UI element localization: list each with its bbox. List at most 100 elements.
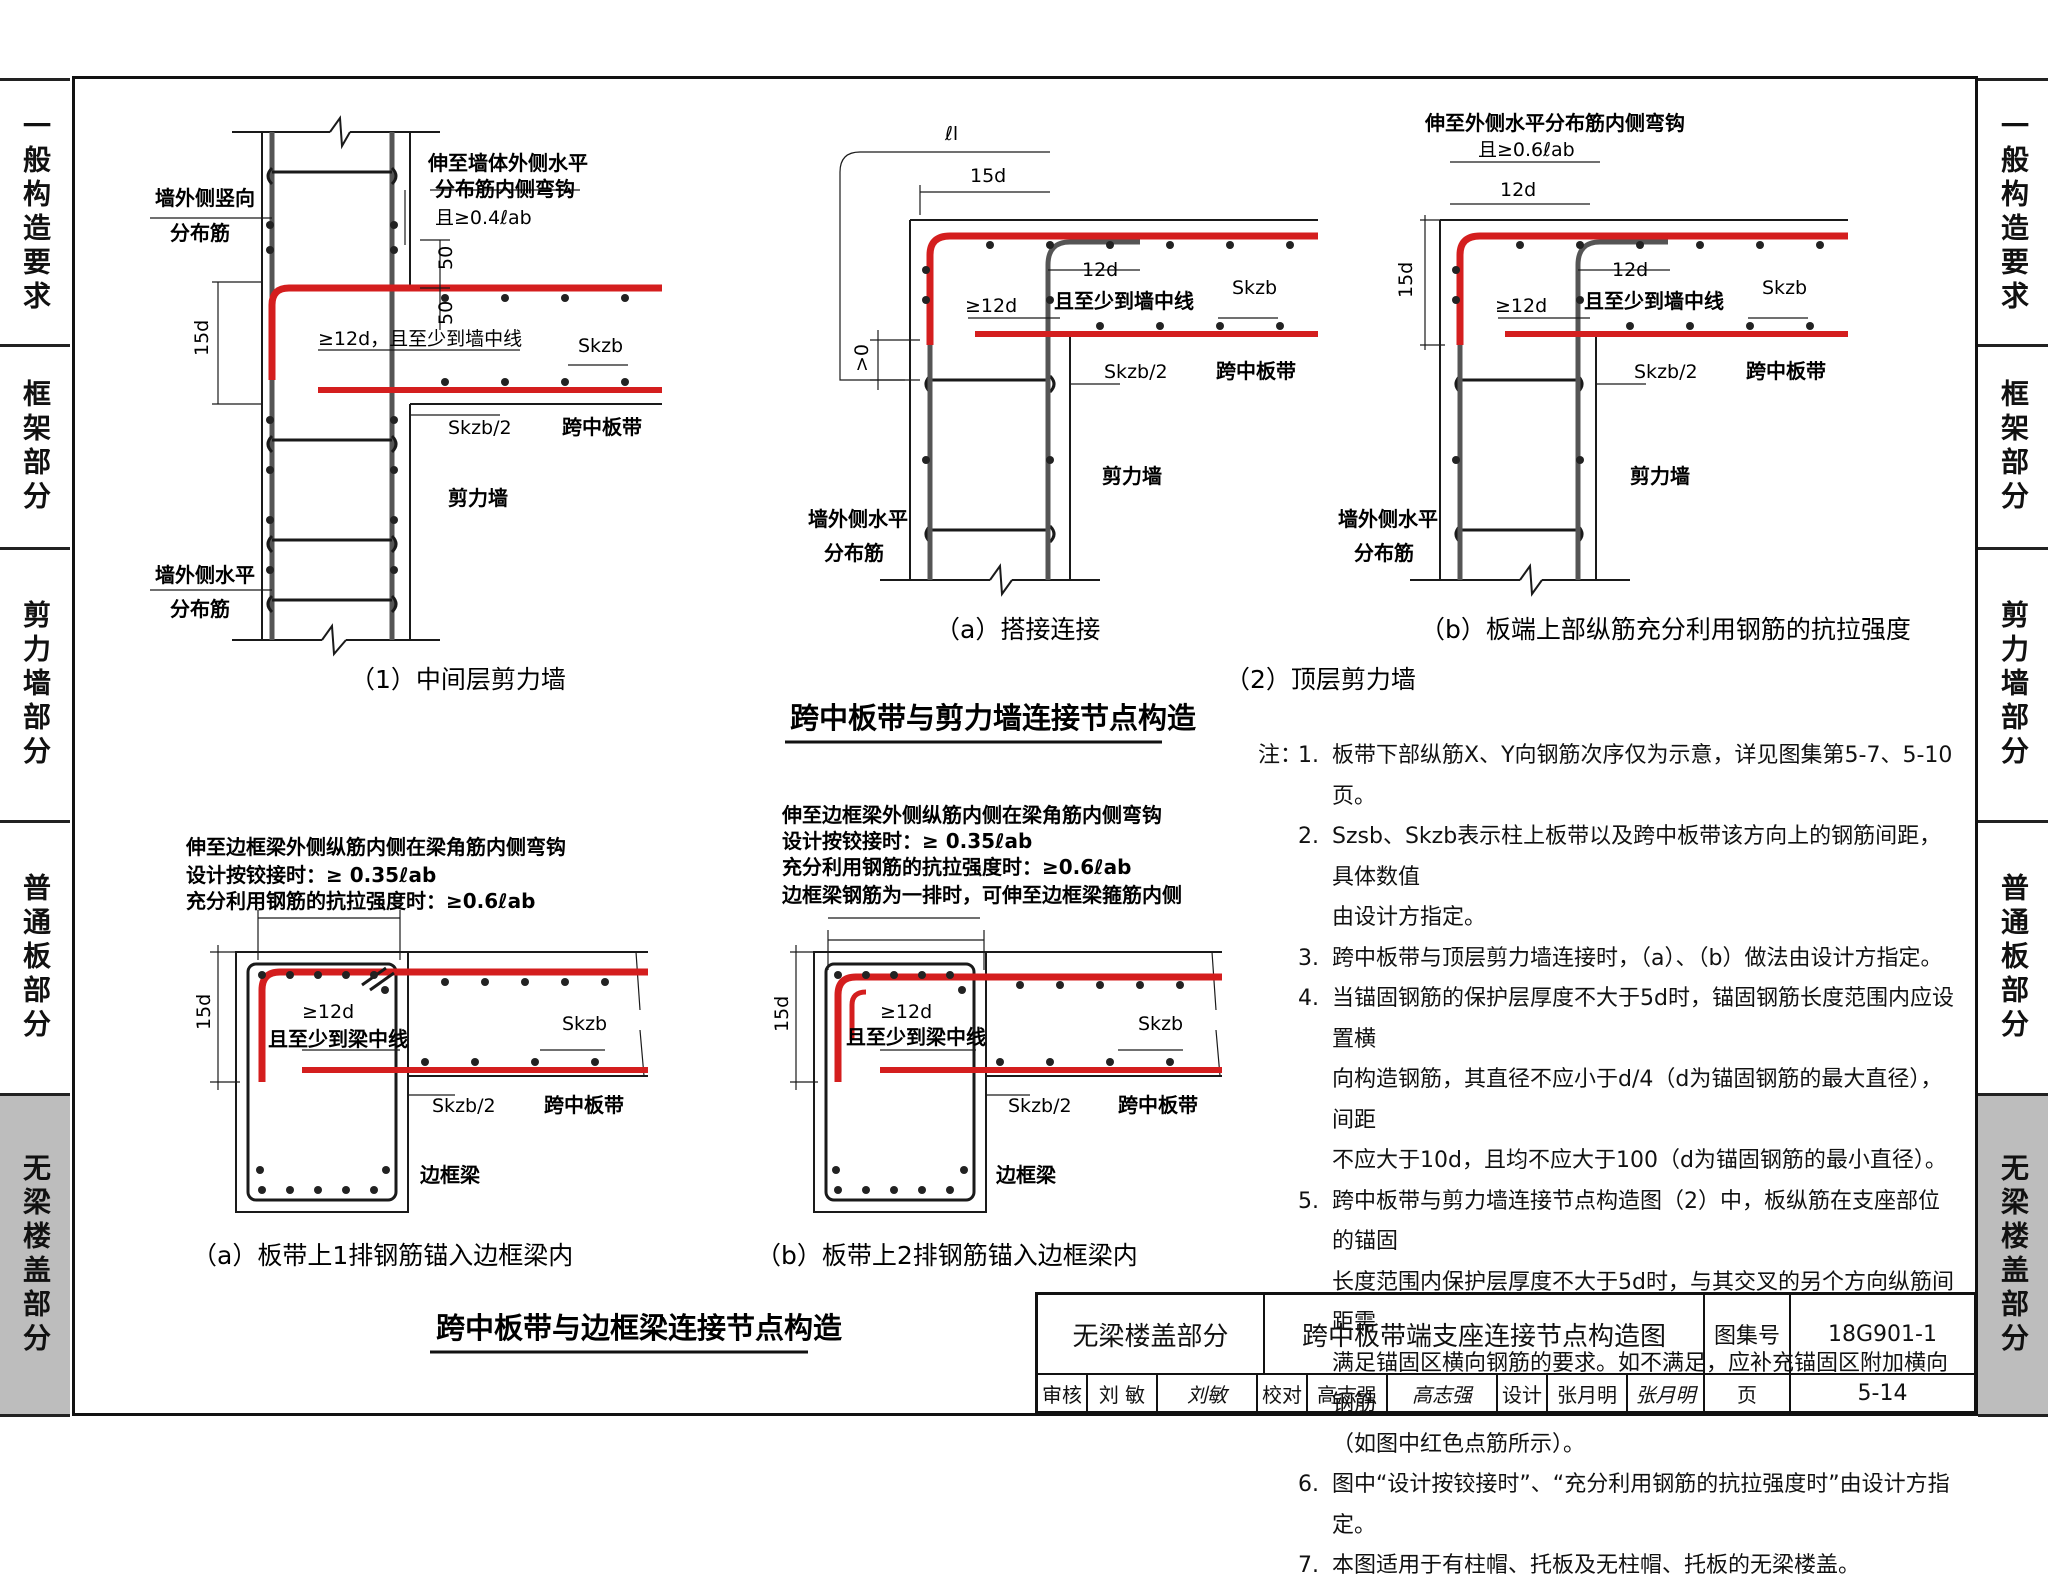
label-edge-beam: 边框梁	[419, 1163, 481, 1187]
detail2a-rebar-dots	[922, 241, 1294, 464]
caption-full-strength: （b）板端上部纵筋充分利用钢筋的抗拉强度	[1420, 615, 1911, 644]
tab-frame[interactable]: 框架部分	[0, 347, 70, 550]
note-line: 5.跨中板带与剪力墙连接节点构造图（2）中，板纵筋在支座部位的锚固	[1258, 1182, 1958, 1263]
tab-label: 普通板部分	[1997, 873, 2030, 1043]
notes-block: 注：1.板带下部纵筋X、Y向钢筋次序仅为示意，详见图集第5-7、5-10页。2.…	[1258, 736, 1958, 1587]
dim-15d: 15d	[191, 320, 213, 356]
tb-review-signature: 刘敏	[1158, 1375, 1258, 1413]
note-line: 注：1.板带下部纵筋X、Y向钢筋次序仅为示意，详见图集第5-7、5-10页。	[1258, 736, 1958, 817]
tb-review-name: 刘 敏	[1088, 1375, 1158, 1413]
label-anchor-2: 设计按铰接时：≥ 0.35ℓab	[782, 829, 1032, 853]
tb-check-name: 高志强	[1308, 1375, 1388, 1413]
label-extend-2: 分布筋内侧弯钩	[435, 177, 575, 201]
label-middle-band: 跨中板带	[544, 1093, 624, 1117]
note-line: （如图中红色点筋所示）。	[1258, 1425, 1958, 1466]
tb-page-label: 页	[1705, 1375, 1791, 1413]
tab-ordinary-slab[interactable]: 普通板部分	[0, 823, 70, 1096]
section-title-wall: 跨中板带与剪力墙连接节点构造	[790, 701, 1196, 735]
tab-general[interactable]: 一般构造要求	[1978, 81, 2048, 347]
note-number: 3.	[1298, 945, 1319, 971]
label-06lab: 且≥0.6ℓab	[1478, 139, 1575, 161]
note-prefix	[1258, 898, 1298, 939]
note-prefix	[1258, 1465, 1298, 1546]
note-prefix	[1258, 1425, 1298, 1466]
note-text: Szsb、Skzb表示柱上板带以及跨中板带该方向上的钢筋间距，具体数值	[1332, 824, 1942, 890]
label-at-least-beam-center: 且至少到梁中线	[846, 1025, 986, 1049]
note-line: 向构造钢筋，其直径不应小于d/4（d为锚固钢筋的最大直径），间距	[1258, 1060, 1958, 1141]
note-number: 7.	[1298, 1553, 1319, 1578]
label-extend-outer-hook: 伸至外侧水平分布筋内侧弯钩	[1424, 111, 1685, 135]
tb-review-label: 审核	[1038, 1375, 1088, 1413]
tb-page-no: 5-14	[1791, 1375, 1976, 1413]
tab-general[interactable]: 一般构造要求	[0, 81, 70, 347]
detail1-rebar-dots	[266, 221, 629, 574]
note-number: 6.	[1298, 1472, 1319, 1497]
note-line: 长度范围内保护层厚度不大于5d时，与其交叉的另个方向纵筋间距需	[1258, 1263, 1958, 1344]
note-line: 由设计方指定。	[1258, 898, 1958, 939]
detail-drawings: 墙外侧竖向 分布筋 伸至墙体外侧水平 分布筋内侧弯钩 且≥0.4ℓab 50 5…	[150, 111, 1911, 1354]
dim-12d: 12d	[1612, 259, 1648, 281]
note-text: 跨中板带与顶层剪力墙连接时，（a）、（b）做法由设计方指定。	[1332, 945, 1943, 971]
label-middle-band: 跨中板带	[1746, 359, 1826, 383]
label-gt0: >0	[851, 344, 873, 372]
tb-check-label: 校对	[1258, 1375, 1308, 1413]
note-number	[1298, 1060, 1332, 1141]
note-line: 不应大于10d，且均不应大于100（d为锚固钢筋的最小直径）。	[1258, 1141, 1958, 1182]
caption-one-row: （a）板带上1排钢筋锚入边框梁内	[192, 1241, 573, 1270]
label-at-least-beam-center: 且至少到梁中线	[268, 1027, 408, 1051]
tab-label: 框架部分	[1997, 379, 2030, 515]
label-ll: ℓl	[944, 123, 958, 145]
label-12d: ≥12d	[965, 295, 1017, 317]
label-anchor-3: 充分利用钢筋的抗拉强度时：≥0.6ℓab	[186, 889, 535, 913]
detail2b-rebar-dots	[1452, 241, 1824, 464]
label-12d: ≥12d，且至少到墙中线	[318, 328, 522, 350]
note-prefix	[1258, 1060, 1298, 1141]
dim-12d-top: 12d	[1500, 179, 1536, 201]
tab-label: 无梁楼盖部分	[1997, 1153, 2030, 1357]
dim-15d: 15d	[771, 996, 793, 1032]
label-anchor-1: 伸至边框梁外侧纵筋内侧在梁角筋内侧弯钩	[185, 835, 566, 859]
label-middle-band: 跨中板带	[562, 415, 642, 439]
note-line: 6.图中“设计按铰接时”、“充分利用钢筋的抗拉强度时”由设计方指定。	[1258, 1465, 1958, 1546]
tb-check-signature: 高志强	[1388, 1375, 1498, 1413]
note-prefix	[1258, 1546, 1298, 1587]
title-block: 无梁楼盖部分 跨中板带端支座连接节点构造图 图集号 18G901-1 审核 刘 …	[1035, 1292, 1978, 1415]
note-number: 2.	[1298, 824, 1319, 849]
note-prefix	[1258, 939, 1298, 980]
label-wall-hor-bar: 墙外侧水平	[155, 563, 255, 587]
tab-beamless-floor[interactable]: 无梁楼盖部分	[1978, 1096, 2048, 1417]
note-prefix: 注：	[1258, 743, 1303, 768]
tab-label: 一般构造要求	[1997, 110, 2030, 315]
tab-ordinary-slab[interactable]: 普通板部分	[1978, 823, 2048, 1096]
drawing-frame	[72, 76, 1978, 1416]
tab-label: 普通板部分	[19, 873, 52, 1043]
detail3a-rebar-dots	[256, 971, 609, 1194]
detail-middle-layer-wall	[150, 115, 662, 657]
label-wall-hor-bar-2: 分布筋	[824, 541, 884, 565]
section-title-beam: 跨中板带与边框梁连接节点构造	[436, 1311, 842, 1345]
note-text: 当锚固钢筋的保护层厚度不大于5d时，锚固钢筋长度范围内应设置横	[1332, 986, 1954, 1052]
tab-label: 剪力墙部分	[19, 600, 52, 770]
caption-two-rows: （b）板带上2排钢筋锚入边框梁内	[756, 1241, 1138, 1270]
tab-shear-wall[interactable]: 剪力墙部分	[1978, 550, 2048, 823]
label-at-least-wall-center: 且至少到墙中线	[1054, 289, 1194, 313]
note-prefix	[1258, 1182, 1298, 1263]
tab-beamless-floor[interactable]: 无梁楼盖部分	[0, 1096, 70, 1417]
label-extend-3: 且≥0.4ℓab	[435, 207, 532, 229]
tab-shear-wall[interactable]: 剪力墙部分	[0, 550, 70, 823]
tab-frame[interactable]: 框架部分	[1978, 347, 2048, 550]
note-prefix	[1258, 817, 1298, 898]
label-12d: ≥12d	[880, 1001, 932, 1023]
note-number	[1298, 1141, 1332, 1182]
dim-12d: 12d	[1082, 259, 1118, 281]
note-text: 跨中板带与剪力墙连接节点构造图（2）中，板纵筋在支座部位的锚固	[1332, 1188, 1940, 1255]
dim-15d: 15d	[193, 994, 215, 1030]
tb-design-label: 设计	[1498, 1375, 1548, 1413]
note-text: （如图中红色点筋所示）。	[1332, 1431, 1586, 1457]
detail-one-row-beam	[210, 910, 648, 1213]
label-skzb-half: Skzb/2	[448, 417, 512, 439]
tab-label: 框架部分	[19, 379, 52, 515]
detail3b-rebar-dots	[832, 971, 1184, 1194]
label-at-least-wall-center: 且至少到墙中线	[1584, 289, 1724, 313]
note-line: 2. Szsb、Skzb表示柱上板带以及跨中板带该方向上的钢筋间距，具体数值	[1258, 817, 1958, 898]
